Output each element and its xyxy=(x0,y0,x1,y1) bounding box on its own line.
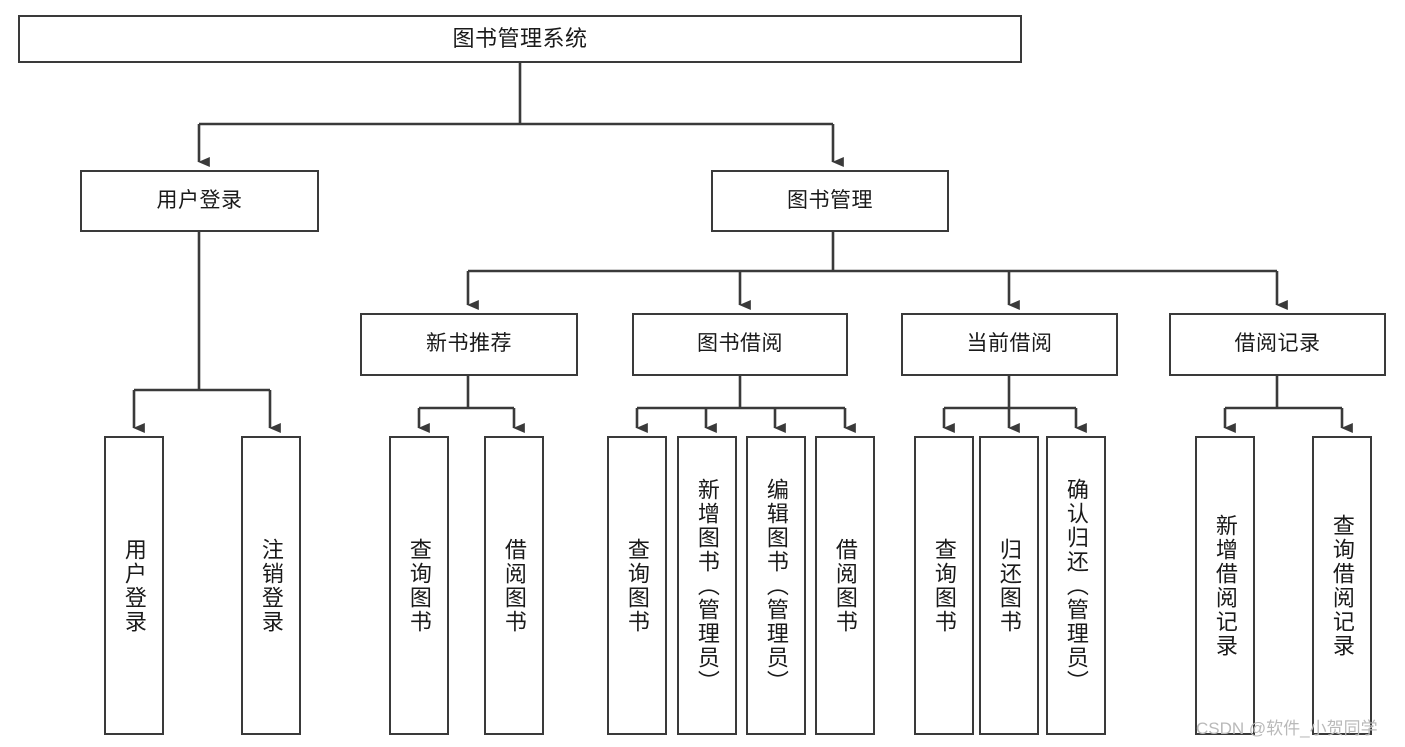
node-leaf-return-book[interactable]: 归还图书 xyxy=(979,436,1039,735)
watermark: CSDN @软件_小贺同学 xyxy=(1196,719,1378,738)
node-borrow-record[interactable]: 借阅记录 xyxy=(1169,313,1386,376)
node-leaf-query-book-current[interactable]: 查询图书 xyxy=(914,436,974,735)
node-label: 查询借阅记录 xyxy=(1329,513,1355,658)
node-current-borrow[interactable]: 当前借阅 xyxy=(901,313,1118,376)
node-book-management-system[interactable]: 图书管理系统 xyxy=(18,15,1022,63)
node-label: 当前借阅 xyxy=(966,332,1053,356)
node-leaf-query-book-recommend[interactable]: 查询图书 xyxy=(389,436,449,735)
node-leaf-confirm-return[interactable]: 确认归还（管理员） xyxy=(1046,436,1106,735)
node-leaf-borrow-book-recommend[interactable]: 借阅图书 xyxy=(484,436,544,735)
node-label: 查询图书 xyxy=(624,537,650,634)
node-leaf-user-login[interactable]: 用户登录 xyxy=(104,436,164,735)
node-leaf-query-book-borrow[interactable]: 查询图书 xyxy=(607,436,667,735)
node-book-manage[interactable]: 图书管理 xyxy=(711,170,949,232)
node-label: 借阅图书 xyxy=(832,537,858,634)
node-label: 查询图书 xyxy=(406,537,432,634)
node-leaf-add-borrow-record[interactable]: 新增借阅记录 xyxy=(1195,436,1255,735)
node-book-borrow[interactable]: 图书借阅 xyxy=(632,313,848,376)
node-label: 借阅记录 xyxy=(1234,332,1321,356)
node-leaf-edit-book[interactable]: 编辑图书（管理员） xyxy=(746,436,806,735)
node-label: 图书借阅 xyxy=(697,332,783,356)
node-label: 查询图书 xyxy=(931,537,957,634)
node-label: 归还图书 xyxy=(996,537,1022,634)
node-label: 注销登录 xyxy=(258,537,284,634)
node-label: 用户登录 xyxy=(156,188,243,212)
node-label: 新增图书（管理员） xyxy=(694,477,720,694)
node-leaf-query-borrow-record[interactable]: 查询借阅记录 xyxy=(1312,436,1372,735)
node-label: 用户登录 xyxy=(121,537,147,634)
node-label: 借阅图书 xyxy=(501,537,527,634)
node-leaf-add-book[interactable]: 新增图书（管理员） xyxy=(677,436,737,735)
node-label: 新增借阅记录 xyxy=(1212,513,1238,658)
node-leaf-user-logout[interactable]: 注销登录 xyxy=(241,436,301,735)
node-label: 编辑图书（管理员） xyxy=(763,477,789,694)
node-user-login[interactable]: 用户登录 xyxy=(80,170,319,232)
node-label: 确认归还（管理员） xyxy=(1063,477,1089,694)
node-label: 图书管理 xyxy=(787,188,873,212)
node-new-book-recommend[interactable]: 新书推荐 xyxy=(360,313,578,376)
node-label: 图书管理系统 xyxy=(452,26,588,52)
node-leaf-borrow-book[interactable]: 借阅图书 xyxy=(815,436,875,735)
node-label: 新书推荐 xyxy=(426,332,512,356)
